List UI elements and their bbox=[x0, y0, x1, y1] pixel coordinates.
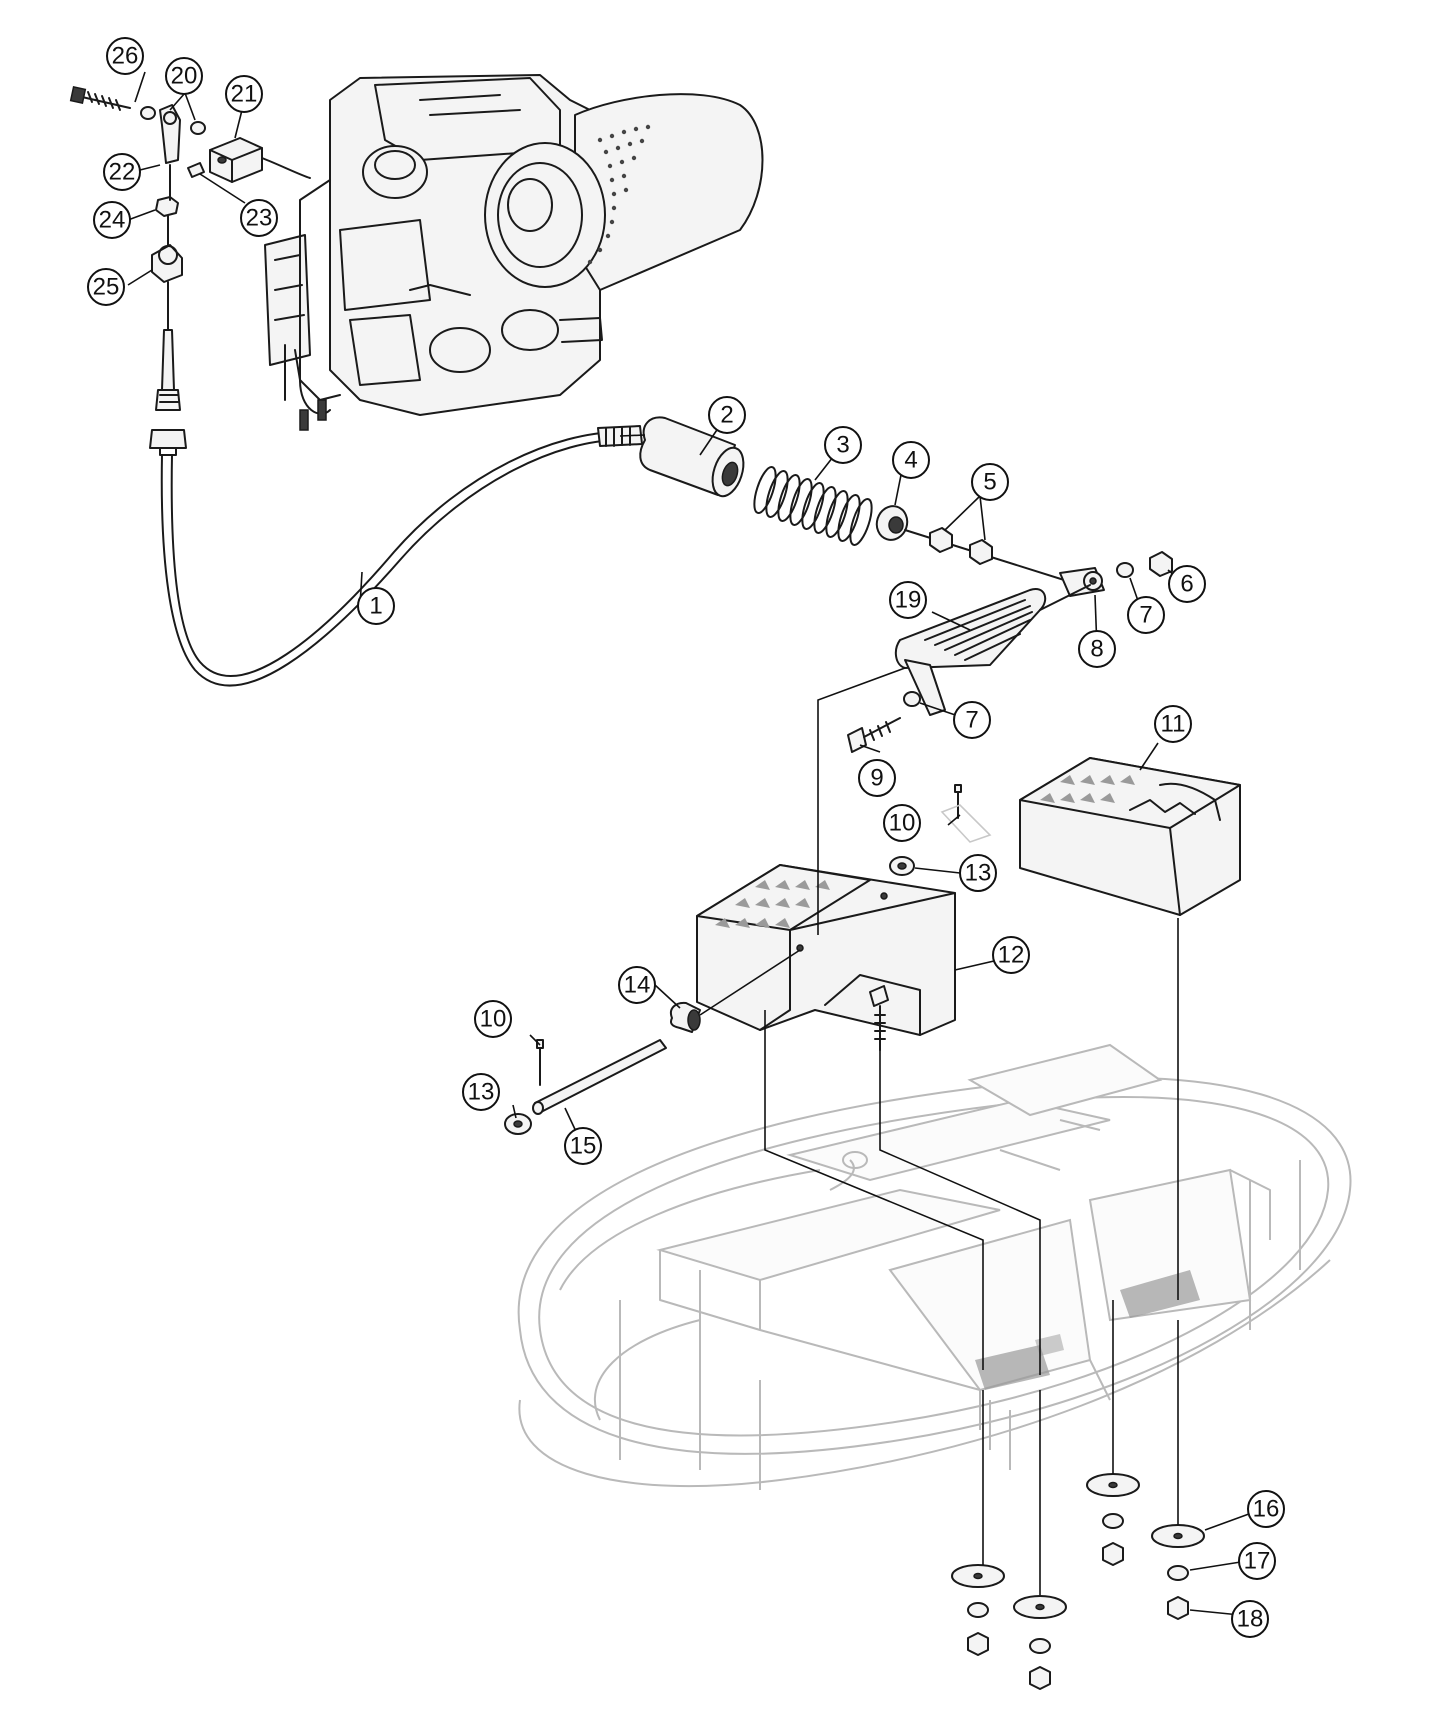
callout-leaders bbox=[127, 71, 1269, 1616]
callout-2: 2 bbox=[708, 396, 746, 434]
callout-9: 9 bbox=[858, 759, 896, 797]
svg-text:22: 22 bbox=[109, 159, 136, 186]
callout-20: 20 bbox=[165, 57, 203, 95]
svg-text:3: 3 bbox=[836, 432, 849, 459]
callout-21: 21 bbox=[225, 75, 263, 113]
callout-8: 8 bbox=[1078, 630, 1116, 668]
svg-text:23: 23 bbox=[246, 205, 273, 232]
svg-text:2: 2 bbox=[720, 402, 733, 429]
callout-12: 12 bbox=[992, 936, 1030, 974]
callout-7-lower: 7 bbox=[953, 701, 991, 739]
callout-13-lower: 13 bbox=[462, 1073, 500, 1111]
callout-15: 15 bbox=[564, 1127, 602, 1165]
svg-text:18: 18 bbox=[1237, 1606, 1264, 1633]
svg-text:20: 20 bbox=[171, 63, 198, 90]
svg-text:15: 15 bbox=[570, 1133, 597, 1160]
engine bbox=[264, 74, 764, 431]
callout-4: 4 bbox=[892, 441, 930, 479]
svg-text:17: 17 bbox=[1244, 1548, 1271, 1575]
svg-text:7: 7 bbox=[1139, 602, 1152, 629]
linkage-hardware bbox=[69, 86, 471, 456]
callout-24: 24 bbox=[93, 201, 131, 239]
pedal bbox=[847, 584, 1091, 753]
svg-text:5: 5 bbox=[983, 469, 996, 496]
svg-text:13: 13 bbox=[965, 860, 992, 887]
svg-text:19: 19 bbox=[895, 587, 922, 614]
callout-1: 1 bbox=[357, 587, 395, 625]
callout-22: 22 bbox=[103, 153, 141, 191]
svg-text:10: 10 bbox=[480, 1006, 507, 1033]
throttle-cable bbox=[160, 425, 643, 687]
callout-17: 17 bbox=[1238, 1542, 1276, 1580]
svg-text:24: 24 bbox=[99, 207, 126, 234]
assembly-lines bbox=[619, 434, 1179, 1595]
callout-13-upper: 13 bbox=[959, 854, 997, 892]
svg-text:25: 25 bbox=[93, 274, 120, 301]
svg-text:26: 26 bbox=[112, 43, 139, 70]
svg-text:11: 11 bbox=[1161, 711, 1186, 738]
callout-16: 16 bbox=[1247, 1490, 1285, 1528]
svg-text:10: 10 bbox=[889, 810, 916, 837]
svg-text:7: 7 bbox=[965, 707, 978, 734]
callout-19: 19 bbox=[889, 581, 927, 619]
callout-10-upper: 10 bbox=[883, 804, 921, 842]
callout-14: 14 bbox=[618, 966, 656, 1004]
svg-text:1: 1 bbox=[369, 593, 382, 620]
callout-26: 26 bbox=[106, 37, 144, 75]
svg-text:14: 14 bbox=[624, 972, 651, 999]
callout-10-lower: 10 bbox=[474, 1000, 512, 1038]
callout-6: 6 bbox=[1168, 565, 1206, 603]
callout-5: 5 bbox=[971, 463, 1009, 501]
callout-7-upper: 7 bbox=[1127, 596, 1165, 634]
callout-23: 23 bbox=[240, 199, 278, 237]
svg-text:21: 21 bbox=[231, 81, 258, 108]
callout-3: 3 bbox=[824, 426, 862, 464]
svg-text:4: 4 bbox=[904, 447, 917, 474]
svg-text:12: 12 bbox=[998, 942, 1025, 969]
svg-text:8: 8 bbox=[1090, 636, 1103, 663]
callout-25: 25 bbox=[87, 268, 125, 306]
callout-11: 11 bbox=[1154, 705, 1192, 743]
svg-text:9: 9 bbox=[870, 765, 883, 792]
frame-ghost bbox=[517, 1043, 1352, 1490]
callout-18: 18 bbox=[1231, 1600, 1269, 1638]
svg-text:16: 16 bbox=[1253, 1496, 1280, 1523]
svg-text:13: 13 bbox=[468, 1079, 495, 1106]
pedal-box bbox=[696, 864, 956, 1051]
svg-text:6: 6 bbox=[1180, 571, 1193, 598]
bottom-hardware bbox=[951, 1473, 1205, 1690]
small-hardware bbox=[504, 784, 962, 1135]
right-cover bbox=[1019, 757, 1241, 916]
